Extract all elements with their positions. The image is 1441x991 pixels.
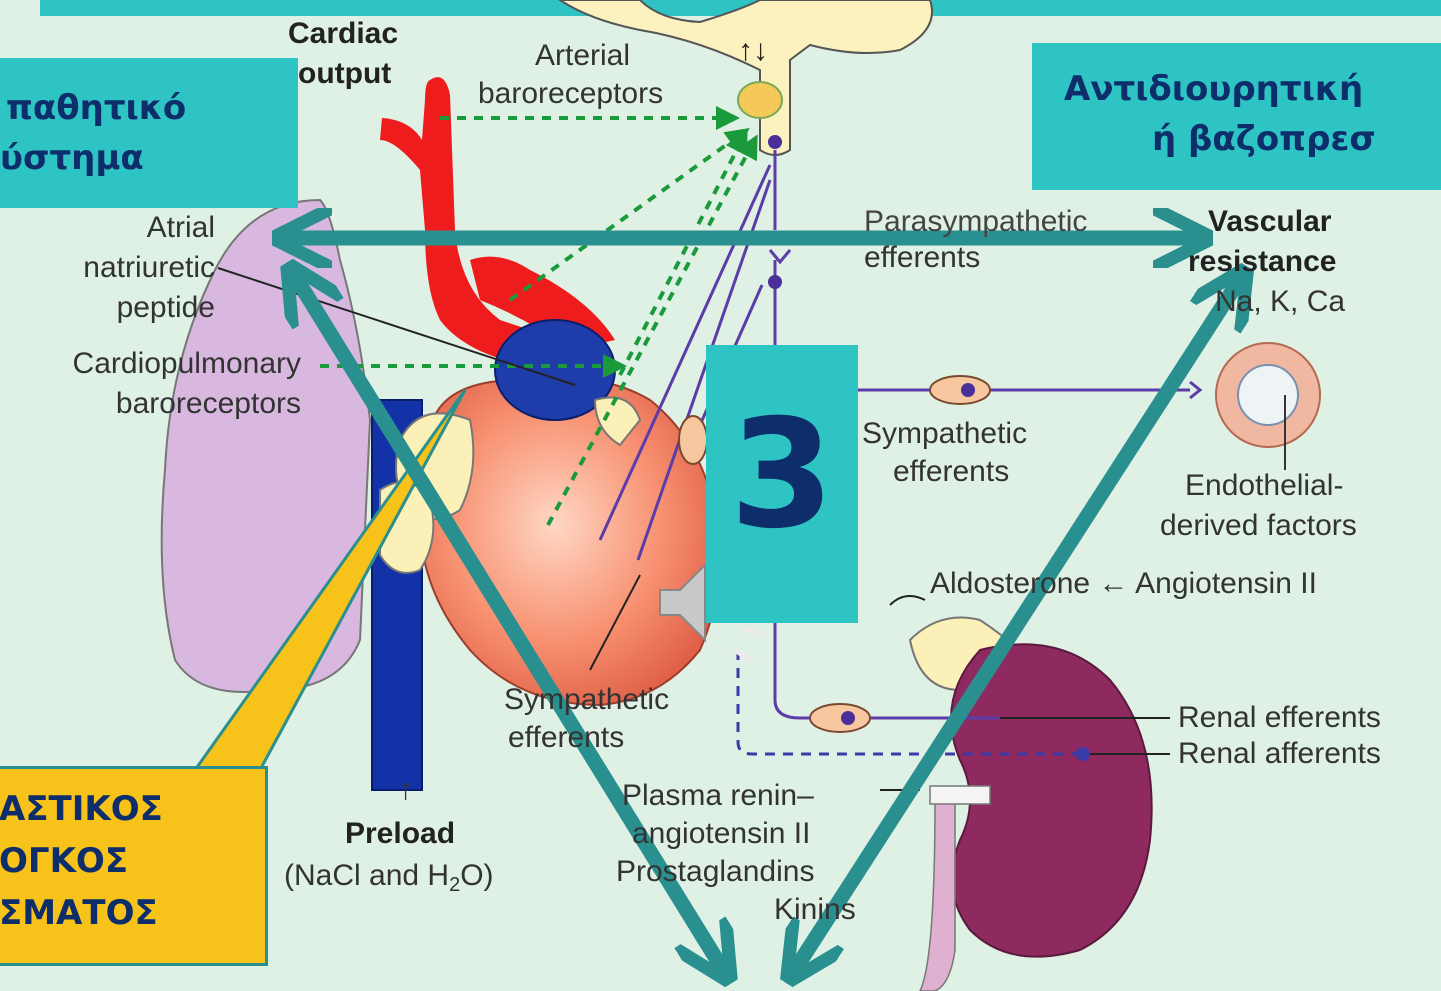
- callout-line-2: ΟΓΚΟΣ: [0, 839, 128, 885]
- label-endothelial: Endothelial-: [1185, 468, 1343, 504]
- svg-text:↑↓: ↑↓: [738, 34, 768, 67]
- label-kinins: Kinins: [774, 892, 856, 928]
- label-sympathetic: Sympathetic: [862, 416, 1027, 452]
- label-baroreceptors-top: baroreceptors: [478, 76, 663, 112]
- ureter: [920, 800, 955, 991]
- label-sympathetic-lower-efferents: efferents: [508, 720, 624, 756]
- label-sympathetic-lower: Sympathetic: [504, 682, 669, 718]
- label-cardiac: Cardiac: [288, 16, 398, 52]
- label-vascular: Vascular: [1208, 204, 1331, 240]
- label-derived-factors: derived factors: [1160, 508, 1357, 544]
- label-baroreceptors-lower: baroreceptors: [116, 386, 301, 422]
- label-resistance: resistance: [1188, 244, 1336, 280]
- blood-vessel-cross-section: [1216, 343, 1320, 470]
- callout-line-3: ΣΜΑΤΟΣ: [0, 891, 158, 937]
- label-sympathetic-efferents: efferents: [893, 454, 1009, 490]
- label-preload: Preload: [345, 816, 455, 852]
- step-number-box: 3: [706, 345, 858, 623]
- left-box-line-1: παθητικό: [6, 86, 186, 132]
- label-peptide: peptide: [117, 290, 215, 326]
- label-plasma-renin: Plasma renin–: [622, 778, 814, 814]
- label-preload-detail: (NaCl and H2O): [284, 858, 494, 897]
- right-teal-box: Αντιδιουρητική ή βαζοπρεσ: [1032, 43, 1441, 190]
- label-preload-arrow: ↑: [398, 772, 413, 808]
- label-na-k-ca: Na, K, Ca: [1215, 284, 1345, 320]
- label-preload-detail-sub: 2: [449, 874, 460, 896]
- label-aldosterone: Aldosterone ← Angiotensin II: [930, 566, 1317, 602]
- label-preload-detail-b: O): [460, 859, 493, 892]
- step-number: 3: [706, 400, 858, 550]
- label-natriuretic: natriuretic: [83, 250, 215, 286]
- yellow-callout-box: ΑΣΤΙΚΟΣ ΟΓΚΟΣ ΣΜΑΤΟΣ: [0, 766, 268, 966]
- label-renal-afferents: Renal afferents: [1178, 736, 1381, 772]
- right-box-line-2: ή βαζοπρεσ: [1152, 117, 1376, 163]
- label-angiotensin: angiotensin II: [632, 816, 810, 852]
- label-parasympathetic: Parasympathetic: [864, 204, 1087, 240]
- label-atrial: Atrial: [147, 210, 215, 246]
- right-box-line-1: Αντιδιουρητική: [1064, 67, 1363, 113]
- label-parasympathetic-efferents: efferents: [864, 240, 980, 276]
- label-preload-detail-a: (NaCl and H: [284, 859, 449, 892]
- renal-vessel: [930, 786, 990, 804]
- label-cardiopulmonary: Cardiopulmonary: [73, 346, 301, 382]
- label-renal-efferents: Renal efferents: [1178, 700, 1381, 736]
- callout-line-1: ΑΣΤΙΚΟΣ: [0, 787, 163, 833]
- label-prostaglandins: Prostaglandins: [616, 854, 814, 890]
- renal-afferent-node: [1076, 747, 1090, 761]
- label-output: output: [298, 56, 391, 92]
- left-box-line-2: ύστημα: [0, 136, 144, 182]
- label-arterial: Arterial: [535, 38, 630, 74]
- left-teal-box: παθητικό ύστημα: [0, 58, 298, 208]
